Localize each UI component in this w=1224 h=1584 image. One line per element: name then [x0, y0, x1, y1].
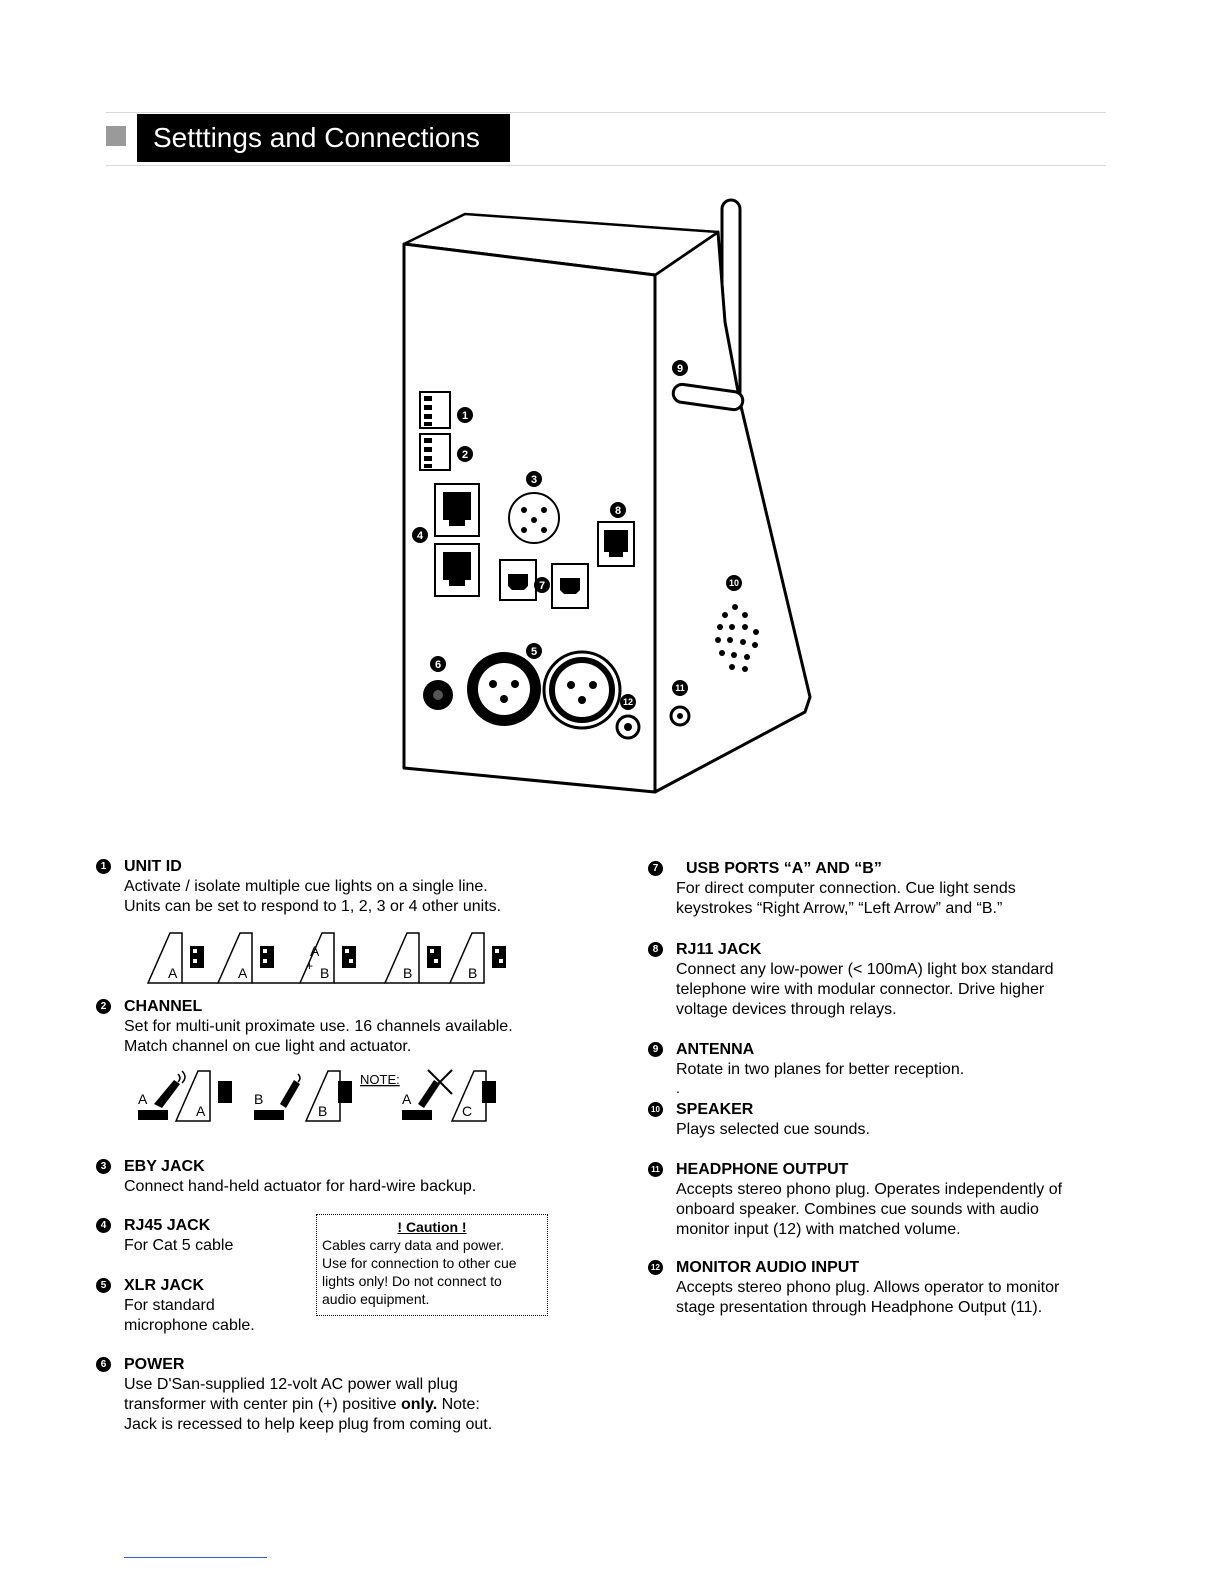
item-body: Connect any low-power (< 100mA) light bo… — [676, 961, 1054, 1018]
unit-id-label-5: B — [403, 965, 412, 981]
item-xlr-jack: 5 XLR JACK For standard microphone cable… — [96, 1276, 306, 1338]
item-number-badge: 1 — [96, 859, 111, 874]
item-number-badge: 11 — [648, 1162, 663, 1177]
item-rj11-jack: 8 RJ11 JACK Connect any low-power (< 100… — [648, 940, 1118, 1022]
footnote-rule — [124, 1557, 267, 1558]
callout-1: 1 — [457, 407, 473, 423]
item-body: Set for multi-unit proximate use. 16 cha… — [124, 1018, 513, 1055]
item-number-badge: 3 — [96, 1159, 111, 1174]
callout-7: 7 — [534, 577, 550, 593]
item-body: Use D'San-supplied 12-volt AC power wall… — [124, 1376, 493, 1433]
header-rule-top — [106, 112, 1106, 113]
item-body: Accepts stereo phono plug. Allows operat… — [676, 1279, 1060, 1316]
item-eby-jack: 3 EBY JACK Connect hand-held actuator fo… — [96, 1157, 576, 1199]
callout-11: 11 — [672, 680, 688, 696]
unit-id-plus: + — [306, 959, 313, 973]
svg-text:12: 12 — [623, 697, 633, 707]
callout-4: 4 — [412, 527, 428, 543]
svg-text:2: 2 — [462, 449, 468, 461]
item-body: Plays selected cue sounds. — [676, 1121, 870, 1138]
item-heading: CHANNEL — [124, 998, 203, 1015]
unit-id-label-6: B — [468, 965, 477, 981]
svg-text:4: 4 — [417, 530, 424, 542]
channel-label-5: A — [402, 1091, 412, 1107]
item-monitor-audio-input: 12 MONITOR AUDIO INPUT Accepts stereo ph… — [648, 1258, 1118, 1320]
item-heading: RJ11 JACK — [676, 941, 762, 958]
item-antenna: 9 ANTENNA Rotate in two planes for bette… — [648, 1040, 1118, 1082]
item-heading: UNIT ID — [124, 858, 182, 875]
channel-label-6: C — [462, 1103, 472, 1119]
item-body: Connect hand-held actuator for hard-wire… — [124, 1178, 477, 1195]
svg-text:11: 11 — [675, 683, 685, 693]
item-heading: EBY JACK — [124, 1158, 205, 1175]
svg-text:9: 9 — [677, 363, 683, 375]
item-body: Rotate in two planes for better receptio… — [676, 1061, 965, 1078]
item-body: Activate / isolate multiple cue lights o… — [124, 878, 502, 915]
unit-id-label-2: A — [238, 965, 248, 981]
callout-5: 5 — [526, 643, 542, 659]
item-number-badge: 2 — [96, 999, 111, 1014]
caution-body: Cables carry data and power. Use for con… — [322, 1237, 517, 1307]
svg-text:10: 10 — [729, 578, 739, 588]
item-channel: 2 CHANNEL Set for multi-unit proximate u… — [96, 997, 576, 1059]
item-number-badge: 5 — [96, 1278, 111, 1293]
callout-9: 9 — [672, 360, 688, 376]
callout-12: 12 — [620, 694, 636, 710]
item-number-badge: 6 — [96, 1357, 111, 1372]
antenna-note-dot: . — [676, 1080, 680, 1096]
item-heading: XLR JACK — [124, 1277, 205, 1294]
page-title: Setttings and Connections — [137, 114, 510, 162]
unit-id-label-1: A — [168, 965, 178, 981]
item-number-badge: 8 — [648, 942, 663, 957]
item-number-badge: 7 — [648, 861, 663, 876]
item-power: 6 POWER Use D'San-supplied 12-volt AC po… — [96, 1355, 576, 1437]
item-body: For standard microphone cable. — [124, 1297, 255, 1334]
item-speaker: 10 SPEAKER Plays selected cue sounds. — [648, 1100, 1118, 1142]
item-body: For Cat 5 cable — [124, 1237, 234, 1254]
item-number-badge: 10 — [648, 1102, 663, 1117]
callout-10: 10 — [726, 575, 742, 591]
svg-text:5: 5 — [531, 646, 537, 658]
callout-3: 3 — [526, 471, 542, 487]
svg-text:3: 3 — [531, 474, 537, 486]
channel-diagram: A A B B NOTE: A C — [138, 1069, 496, 1122]
callout-2: 2 — [457, 446, 473, 462]
svg-text:6: 6 — [435, 659, 441, 671]
unit-id-label-4: B — [320, 965, 329, 981]
unit-id-label-3: A — [310, 943, 320, 959]
unit-id-diagram: A A A + B B B — [146, 932, 506, 984]
item-heading: USB PORTS “A” AND “B” — [686, 860, 882, 877]
item-unit-id: 1 UNIT ID Activate / isolate multiple cu… — [96, 857, 576, 919]
svg-text:7: 7 — [539, 580, 545, 592]
item-body: Accepts stereo phono plug. Operates inde… — [676, 1181, 1063, 1238]
header-square-icon — [106, 126, 126, 146]
svg-text:1: 1 — [462, 410, 468, 422]
item-heading: ANTENNA — [676, 1041, 755, 1058]
item-heading: RJ45 JACK — [124, 1217, 211, 1234]
item-body: For direct computer connection. Cue ligh… — [676, 880, 1016, 917]
svg-text:8: 8 — [615, 505, 621, 517]
caution-box: ! Caution ! Cables carry data and power.… — [316, 1214, 548, 1316]
channel-label-4: B — [318, 1103, 327, 1119]
item-heading: HEADPHONE OUTPUT — [676, 1161, 849, 1178]
callout-6: 6 — [430, 656, 446, 672]
caution-title: ! Caution ! — [397, 1219, 467, 1235]
channel-label-2: A — [196, 1103, 206, 1119]
item-number-badge: 9 — [648, 1042, 663, 1057]
item-number-badge: 12 — [648, 1260, 663, 1275]
item-number-badge: 4 — [96, 1218, 111, 1233]
device-illustration: 1 2 3 4 5 6 7 8 9 10 11 12 — [402, 198, 812, 794]
item-heading: POWER — [124, 1356, 185, 1373]
item-heading: MONITOR AUDIO INPUT — [676, 1259, 860, 1276]
callout-8: 8 — [610, 502, 626, 518]
channel-label-1: A — [138, 1091, 148, 1107]
item-heading: SPEAKER — [676, 1101, 754, 1118]
item-headphone-output: 11 HEADPHONE OUTPUT Accepts stereo phono… — [648, 1160, 1118, 1242]
item-usb-ports: 7 USB PORTS “A” AND “B” For direct compu… — [648, 859, 1118, 921]
channel-label-3: B — [254, 1091, 263, 1107]
item-rj45-jack: 4 RJ45 JACK For Cat 5 cable — [96, 1216, 306, 1258]
header-rule-bottom — [106, 165, 1106, 166]
channel-note: NOTE: — [360, 1072, 400, 1087]
